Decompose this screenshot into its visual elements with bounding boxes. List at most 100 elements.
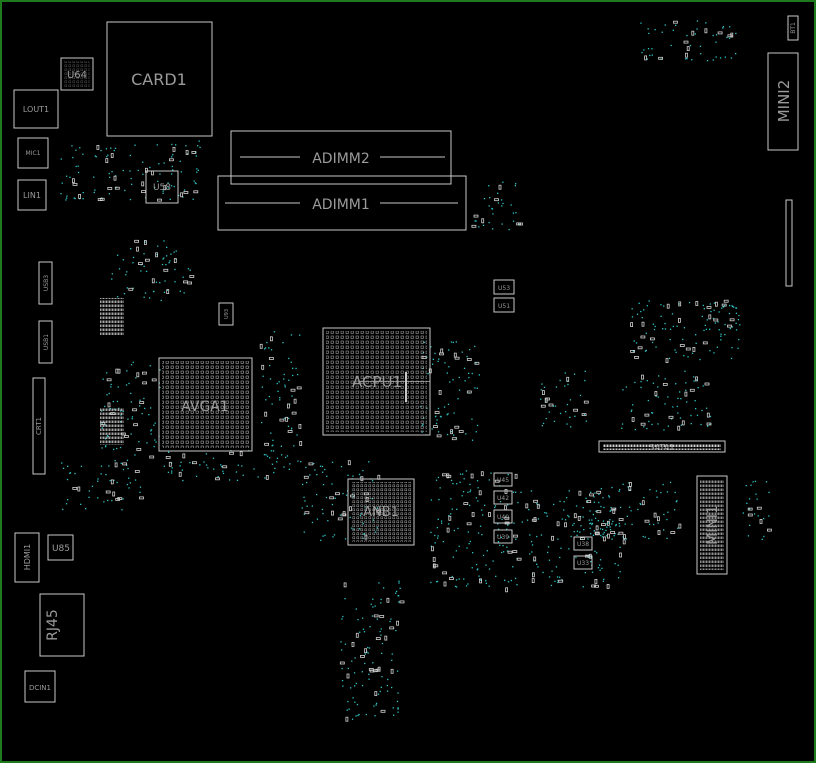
mini2-edge [785, 199, 793, 287]
passive-component [287, 430, 293, 433]
via [507, 504, 509, 506]
via [284, 386, 286, 388]
via [502, 545, 504, 547]
northbridge-bga-anb1[interactable] [347, 478, 415, 546]
via [506, 546, 508, 548]
via [220, 464, 222, 466]
via [514, 185, 516, 187]
via [457, 398, 459, 400]
chip-u64[interactable] [60, 57, 94, 91]
passive-component [507, 550, 513, 554]
passive-component [373, 614, 379, 618]
passive-component [717, 31, 723, 35]
usb-port-usb1[interactable] [38, 320, 53, 364]
via [651, 423, 653, 426]
passive-component [580, 537, 585, 540]
via [557, 579, 559, 582]
via [127, 467, 129, 470]
passive-component [399, 600, 405, 604]
via [321, 508, 324, 511]
via [311, 521, 314, 524]
passive-component [442, 571, 448, 575]
via [456, 508, 458, 510]
chip-u85[interactable] [47, 534, 74, 561]
chip-u51[interactable] [493, 297, 515, 313]
via [163, 162, 165, 164]
via [437, 537, 439, 539]
mini-pcie-slot-mini1[interactable] [696, 475, 728, 575]
chip-u42[interactable] [493, 490, 513, 505]
via [561, 579, 563, 581]
via [643, 426, 645, 428]
via [566, 423, 568, 425]
passive-component [474, 361, 480, 365]
via [126, 287, 128, 289]
via [475, 220, 477, 222]
via [748, 508, 751, 510]
via [614, 533, 616, 535]
via [124, 189, 126, 192]
mini-pcie-slot-mini2[interactable] [767, 52, 799, 151]
via [547, 546, 550, 548]
passive-component [512, 550, 518, 553]
passive-component [481, 218, 485, 224]
dc-jack-dcin1[interactable] [24, 670, 56, 703]
via [680, 424, 682, 426]
usb-port-usb3[interactable] [38, 261, 53, 305]
passive-component [339, 661, 345, 665]
vga-connector-crt1[interactable] [32, 377, 46, 475]
via [675, 501, 677, 503]
via [606, 526, 608, 528]
audio-jack-mic1[interactable] [17, 137, 49, 169]
chip-u53[interactable] [493, 279, 515, 295]
via [703, 308, 705, 310]
via [132, 262, 134, 264]
via [111, 499, 113, 502]
sata-connector-sata1[interactable] [598, 440, 726, 453]
via [171, 143, 173, 146]
chip-u39[interactable] [493, 529, 513, 544]
audio-jack-lout1[interactable] [13, 89, 59, 129]
via [295, 367, 297, 370]
via [482, 554, 485, 557]
via [601, 536, 604, 538]
card-reader-card1[interactable] [106, 21, 213, 137]
chip-u58[interactable] [145, 170, 179, 204]
label-u40: U40 [497, 514, 509, 521]
via [261, 421, 263, 424]
ethernet-jack-rj45[interactable] [39, 593, 85, 657]
via [625, 386, 627, 388]
via [156, 254, 158, 256]
chip-u33[interactable] [573, 555, 593, 570]
battery-bt1[interactable] [787, 15, 799, 41]
via [686, 401, 688, 403]
dimm-slot-adimm1[interactable] [217, 175, 467, 231]
passive-component [533, 556, 537, 562]
via [440, 520, 443, 522]
via [195, 475, 198, 477]
via [179, 290, 181, 292]
via [714, 322, 716, 324]
via [477, 568, 479, 570]
via [158, 163, 160, 165]
dimm-slot-adimm2[interactable] [230, 130, 452, 185]
via [508, 536, 510, 538]
via [284, 384, 286, 386]
hdmi-connector-hdmi1[interactable] [14, 532, 40, 583]
chip-u40[interactable] [493, 509, 513, 524]
chip-u38[interactable] [573, 536, 593, 551]
via [162, 258, 164, 260]
via [507, 581, 510, 583]
audio-jack-lin1[interactable] [17, 179, 47, 211]
gpu-bga-avga1[interactable] [158, 357, 253, 452]
passive-component [488, 512, 491, 517]
via [631, 308, 633, 310]
via [446, 372, 448, 374]
via [648, 32, 650, 35]
passive-component [299, 441, 303, 446]
passive-component [269, 336, 273, 342]
chip-u45[interactable] [493, 472, 513, 487]
chip-u93[interactable] [218, 302, 234, 326]
via [582, 507, 584, 509]
via [354, 657, 356, 659]
